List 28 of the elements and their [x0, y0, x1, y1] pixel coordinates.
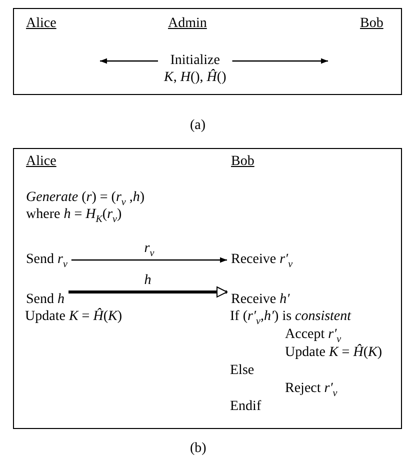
- arrow: [71, 257, 227, 263]
- step-text: Send h: [26, 291, 64, 308]
- participant-name: Alice: [26, 15, 56, 32]
- participant-name: Admin: [168, 15, 207, 32]
- step-text: Receive r′$_{v}$: [231, 251, 293, 268]
- step-text: Generate (r) = (r$_{v}$ ,h) where h = H$_{K}$(r$_{v}$): [26, 189, 176, 223]
- figure-caption: (a): [190, 117, 206, 134]
- step-text: Send r$_{v}$: [26, 251, 68, 268]
- participant-name: Bob: [360, 15, 384, 32]
- participant-name: Bob: [231, 153, 254, 170]
- step-text: Initialize K, H(), Ĥ(): [164, 52, 226, 86]
- protocol-panel: [13, 148, 402, 429]
- step-text: Update K = Ĥ(K): [25, 308, 122, 325]
- step-text: Endif: [230, 398, 262, 415]
- step-text: Update K = Ĥ(K): [285, 344, 382, 361]
- protocol-panel: [13, 8, 402, 95]
- step-text: Accept r′$_{v}$: [285, 326, 342, 343]
- step-text: Else: [230, 362, 254, 379]
- edge-label: r$_{v}$: [144, 242, 154, 256]
- edge-label: h: [144, 274, 152, 288]
- step-text: If (r′$_{v}$,h′) is consistent: [230, 308, 352, 325]
- arrow: [232, 58, 328, 64]
- step-text: Reject r′$_{v}$: [285, 380, 338, 397]
- arrow: [100, 58, 158, 64]
- step-text: Receive h′: [231, 291, 290, 308]
- arrow: [68, 286, 228, 298]
- participant-name: Alice: [26, 153, 56, 170]
- figure-caption: (b): [190, 440, 206, 457]
